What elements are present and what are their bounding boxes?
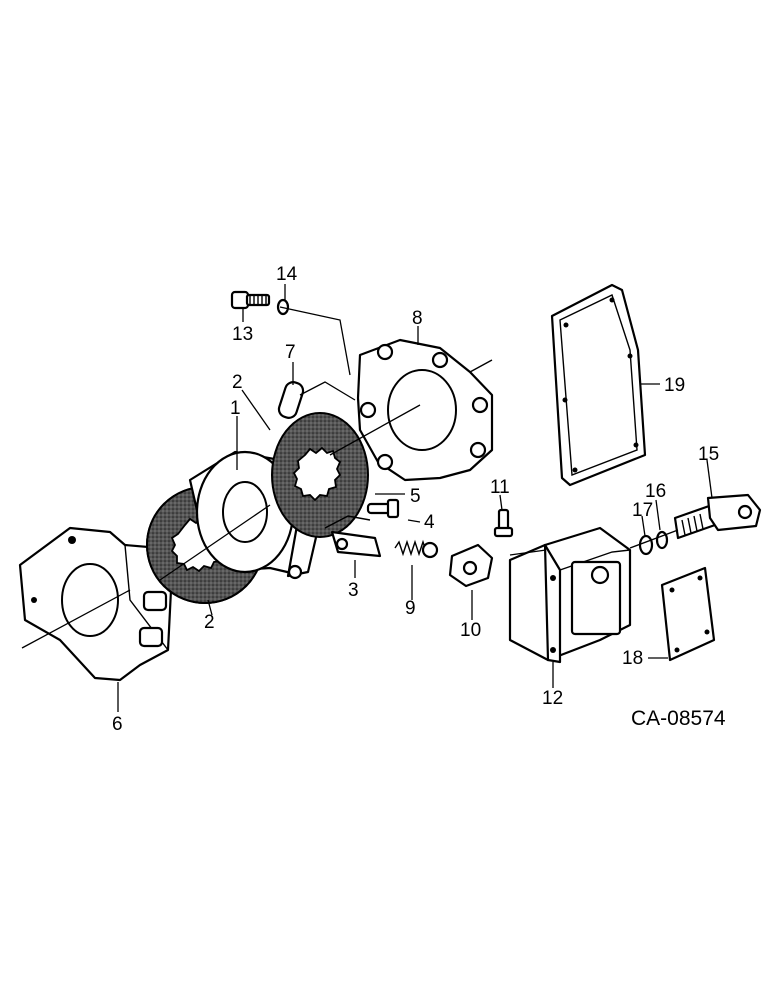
callout-12: 12 [542,688,563,709]
bolt-part-4 [366,498,400,519]
cover-housing-part-12 [508,526,632,664]
callout-5: 5 [410,486,421,507]
callout-11: 11 [490,477,510,498]
friction-disc-part-2-upper [271,412,369,538]
callout-2-upper: 2 [232,372,243,393]
callout-15: 15 [698,444,719,465]
callout-8: 8 [412,308,423,329]
callout-10: 10 [460,620,481,641]
callout-2-lower: 2 [204,612,215,633]
bolt-part-11 [493,508,514,538]
housing-plate-part-6 [18,526,174,682]
shaft-part-15 [673,493,762,540]
callout-3: 3 [348,580,359,601]
callout-6: 6 [112,714,123,735]
gasket-part-19 [550,283,647,487]
washer-part-16 [655,530,669,550]
cover-plate-part-18 [660,566,716,662]
callout-16: 16 [645,481,666,502]
seal-part-17 [638,534,654,556]
link-block-part-3 [324,515,382,558]
callout-9: 9 [405,598,416,619]
callout-13: 13 [232,324,253,345]
callout-18: 18 [622,648,643,669]
callout-19: 19 [664,375,685,396]
figure-id: CA-08574 [631,707,726,730]
callout-14: 14 [276,264,298,285]
clevis-part-10 [448,543,494,588]
callout-17: 17 [632,500,653,521]
callout-4: 4 [424,512,435,533]
callout-1: 1 [230,398,241,419]
callout-7: 7 [285,342,296,363]
spring-part-9 [394,539,439,559]
bolt-part-13 [230,290,271,310]
pin-part-7 [277,381,305,419]
housing-plate-part-8 [356,338,494,482]
